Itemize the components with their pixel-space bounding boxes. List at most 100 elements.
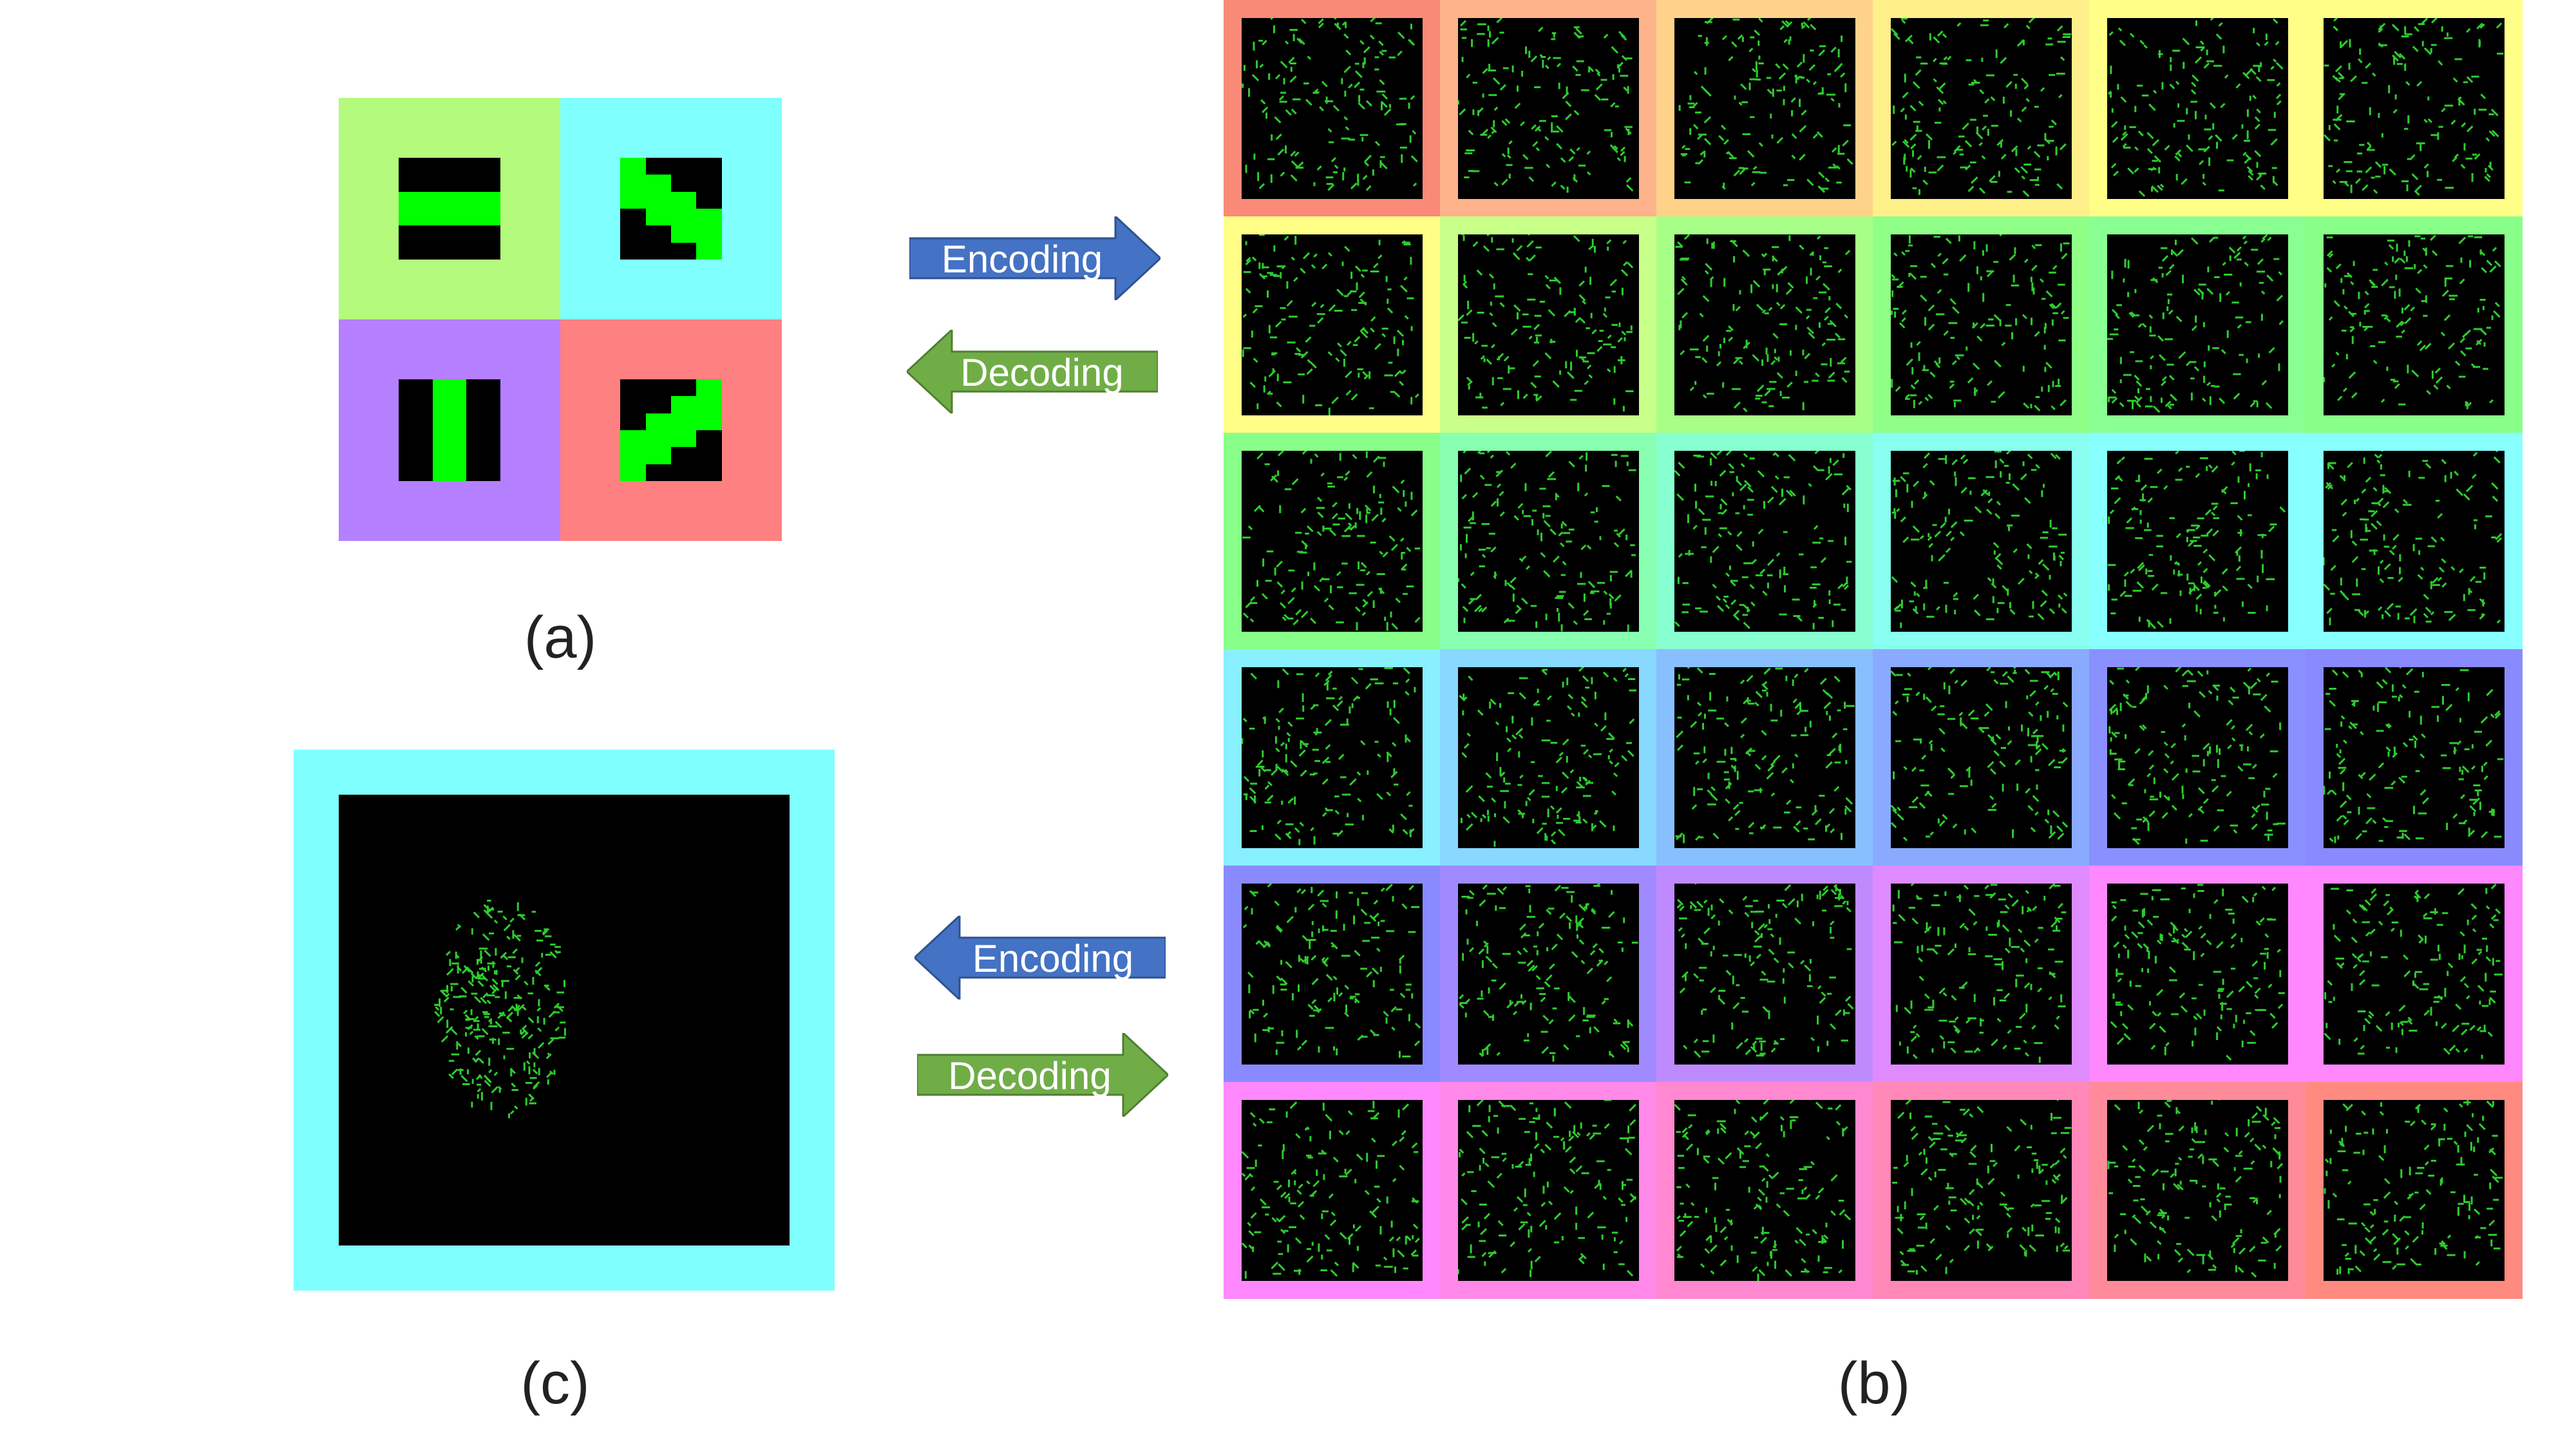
orientation-kernel-panel <box>339 98 782 541</box>
encoded-tile <box>1656 866 1873 1083</box>
encoded-tile <box>2306 216 2523 433</box>
encoded-tile <box>1440 216 1657 433</box>
decoding-arrow-top: Decoding <box>907 330 1158 413</box>
encoded-patch <box>1891 18 2072 199</box>
encoded-patch <box>1242 234 1423 415</box>
encoded-tile <box>1440 866 1657 1083</box>
patch-edge-strokes <box>2108 667 2286 846</box>
encoded-tile <box>1873 216 2090 433</box>
encoded-patch <box>1458 1100 1639 1281</box>
encoded-tile <box>2306 649 2523 866</box>
patch-edge-strokes <box>1676 884 1854 1058</box>
encoded-tile <box>2089 0 2306 217</box>
encoded-tile <box>1440 1082 1657 1299</box>
encoded-patch <box>2324 884 2505 1065</box>
encoded-tile <box>1656 216 1873 433</box>
decoding-label-top: Decoding <box>960 351 1124 394</box>
encoded-tile <box>1224 0 1441 217</box>
encoded-patch <box>2107 451 2288 632</box>
decoding-arrow-bottom: Decoding <box>917 1033 1168 1117</box>
decoded-image <box>339 795 790 1245</box>
encoded-tile <box>2089 1082 2306 1299</box>
encoded-patch <box>1674 18 1855 199</box>
patch-edge-strokes <box>1242 1101 1420 1279</box>
patch-edge-strokes <box>1242 18 1418 191</box>
encoded-tile <box>2306 866 2523 1083</box>
caption-a: (a) <box>524 605 597 670</box>
encoded-patch <box>1674 234 1855 415</box>
decoding-label-bottom: Decoding <box>948 1054 1112 1097</box>
patch-edge-strokes <box>1242 667 1416 846</box>
encoded-tile <box>1873 866 2090 1083</box>
encoded-tile <box>1440 433 1657 650</box>
patch-edge-strokes <box>1458 18 1634 193</box>
encoded-patch <box>1242 18 1423 199</box>
encoded-patch <box>1242 1100 1423 1281</box>
patch-edge-strokes <box>1891 18 2072 197</box>
encoded-tile <box>1873 649 2090 866</box>
patch-edge-strokes <box>2107 234 2284 413</box>
encoded-patch-grid <box>1224 0 2524 1301</box>
encoded-patch <box>2107 667 2288 848</box>
encoded-patch <box>2324 451 2505 632</box>
encoded-tile <box>1873 433 2090 650</box>
encoded-patch <box>2107 1100 2288 1281</box>
patch-edge-strokes <box>1458 234 1634 412</box>
kernel-quad-horizontal <box>339 98 560 319</box>
patch-edge-strokes <box>1458 451 1636 632</box>
encoded-patch <box>1674 884 1855 1065</box>
vertical-kernel <box>399 379 500 481</box>
encoded-patch <box>1242 667 1423 848</box>
encoded-tile <box>1224 216 1441 433</box>
encoded-patch <box>2107 884 2288 1065</box>
encoded-tile <box>1224 866 1441 1083</box>
caption-b: (b) <box>1837 1350 1911 1416</box>
patch-edge-strokes <box>2324 234 2501 410</box>
encoded-patch <box>1458 234 1639 415</box>
encoded-tile <box>1440 0 1657 217</box>
patch-edge-strokes <box>2324 1100 2503 1275</box>
patch-edge-strokes <box>2324 451 2503 625</box>
encoded-tile <box>1656 0 1873 217</box>
encoding-label-bottom: Encoding <box>972 937 1133 980</box>
encoded-tile <box>2089 433 2306 650</box>
encoded-tile <box>1224 433 1441 650</box>
patch-edge-strokes <box>2324 884 2503 1059</box>
encoded-patch <box>1891 451 2072 632</box>
encoded-tile <box>1656 1082 1873 1299</box>
encoding-arrow-bottom: Encoding <box>914 916 1166 999</box>
patch-edge-strokes <box>2107 1100 2284 1278</box>
encoded-tile <box>2089 649 2306 866</box>
patch-edge-strokes <box>2110 884 2285 1061</box>
patch-edge-strokes <box>1892 1100 2072 1275</box>
patch-edge-strokes <box>1891 667 2069 842</box>
encoded-patch <box>1242 451 1423 632</box>
encoded-tile <box>1224 649 1441 866</box>
encoded-patch <box>2324 1100 2505 1281</box>
encoded-patch <box>2324 18 2505 199</box>
encoded-patch <box>2107 18 2288 199</box>
encoded-patch <box>1891 1100 2072 1281</box>
horizontal-kernel <box>399 158 500 260</box>
kernel-quad-diagonal-down <box>560 98 782 319</box>
patch-edge-strokes <box>2324 667 2504 844</box>
patch-edge-strokes <box>1675 234 1851 413</box>
patch-edge-strokes <box>1459 884 1638 1062</box>
encoded-patch <box>2107 234 2288 415</box>
patch-edge-strokes <box>1242 451 1421 631</box>
encoded-patch <box>1458 451 1639 632</box>
patch-edge-strokes <box>1459 667 1637 847</box>
patch-edge-strokes <box>1674 1100 1852 1281</box>
patch-edge-strokes <box>1674 451 1852 630</box>
encoded-tile <box>1440 649 1657 866</box>
encoded-tile <box>2306 1082 2523 1299</box>
encoded-patch <box>2324 234 2505 415</box>
encoded-tile <box>2306 0 2523 217</box>
encoded-patch <box>1458 18 1639 199</box>
kernel-quad-diagonal-up <box>560 319 782 541</box>
encoded-tile <box>1873 0 2090 217</box>
encoded-patch <box>1891 884 2072 1065</box>
encoded-tile <box>1656 649 1873 866</box>
patch-edge-strokes <box>2324 18 2504 196</box>
patch-edge-strokes <box>1458 1100 1637 1277</box>
